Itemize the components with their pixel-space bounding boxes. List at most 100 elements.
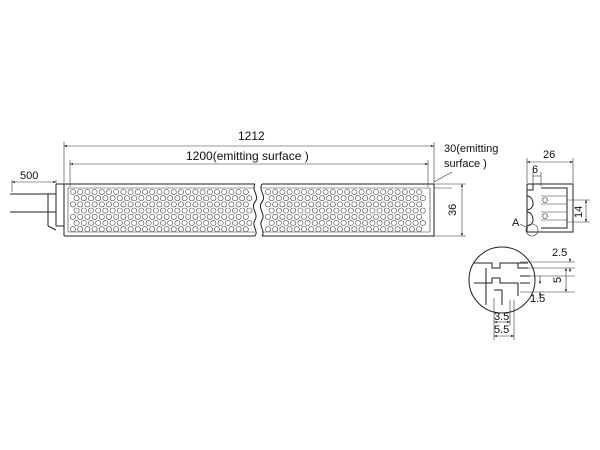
led-dot [149,201,156,208]
led-dot [95,195,102,202]
led-dot [235,226,242,233]
detail-dim-c-label: 1.5 [530,293,545,305]
led-dot [391,220,397,226]
led-dot [131,195,138,202]
profile-offset-label: 6 [532,164,538,176]
led-dot [84,189,91,195]
led-dot [228,213,235,220]
led-dot [398,220,405,226]
cable [10,183,64,231]
led-dot [301,201,307,208]
led-dot [70,213,76,220]
led-dot [369,220,376,226]
led-dot [322,201,329,208]
led-dot [290,220,297,226]
led-dot [203,195,210,202]
led-dot [329,189,336,195]
led-dot [106,201,112,208]
led-dot [156,201,163,208]
led-dot [391,207,397,214]
led-dot [387,189,394,195]
led-dot [149,226,156,233]
led-dot [203,207,210,214]
led-dot [127,226,134,233]
led-dot [365,226,372,233]
led-dot [326,195,333,202]
led-dot [214,226,220,233]
led-dot [95,220,102,226]
led-dot [142,226,148,233]
led-dot [228,226,235,233]
led-dot [70,226,76,233]
led-dot [98,201,105,208]
led-dot [322,189,329,195]
led-dot [358,189,365,195]
led-dot [301,213,307,220]
led-dot [185,213,192,220]
light-bar [63,183,435,237]
led-dot [221,226,228,233]
led-dot [185,226,192,233]
led-dot [116,207,123,214]
dimension-profile-offset: 6 [532,164,542,186]
led-dot [192,213,199,220]
led-dot [365,189,372,195]
led-dot [88,207,94,214]
led-dot [217,195,224,202]
led-dot [286,226,293,233]
led-dot [206,213,213,220]
led-dot [232,195,238,202]
led-dot [340,220,347,226]
led-dot [152,195,159,202]
led-dot [301,189,307,195]
led-dot [210,195,217,202]
led-dot [174,220,181,226]
led-dot [120,226,127,233]
led-dot [138,207,145,214]
led-dot [221,213,228,220]
led-dot [279,201,286,208]
dimension-overall-length: 1212 [63,129,435,183]
led-dot [308,213,315,220]
led-dot [419,220,426,226]
led-dot [163,226,170,233]
led-dot [124,195,130,202]
led-dot [355,195,361,202]
led-dot [380,189,387,195]
emitting-width-label-1: 30(emitting [444,143,498,155]
led-dot [290,195,297,202]
led-dot [224,220,231,226]
led-dot [80,207,87,214]
detail-dim-b-label: 5 [552,277,564,283]
led-dot [109,220,116,226]
led-dot [344,189,351,195]
led-dot [398,195,405,202]
led-dot [301,226,307,233]
led-dot [134,201,141,208]
led-dot [170,189,177,195]
led-dot [268,207,275,214]
led-dot [275,195,282,202]
led-dot [369,207,376,214]
led-dot [156,213,163,220]
led-dot [387,213,394,220]
led-dot [376,207,383,214]
led-dot [308,201,315,208]
side-profile: A [512,183,574,237]
led-dot [95,207,102,214]
detail-dim-e-label: 5.5 [494,324,509,336]
led-dot [376,220,383,226]
led-dot [329,226,336,233]
led-dot [142,201,148,208]
led-dot [409,201,415,208]
led-dot [167,220,174,226]
led-dot [326,207,333,214]
led-dot [98,213,105,220]
led-dot [170,226,177,233]
led-dot [272,189,279,195]
led-dot [405,195,412,202]
led-dot [351,213,358,220]
led-dot [102,207,109,214]
led-dot [373,189,379,195]
led-dot [178,201,184,208]
